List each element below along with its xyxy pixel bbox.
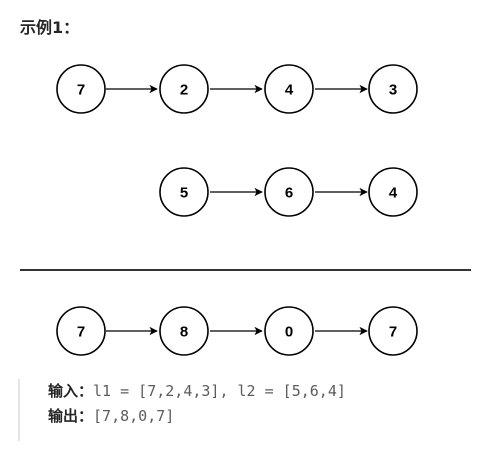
list-result: 7 8 0 7 bbox=[56, 306, 418, 356]
list-node: 0 bbox=[264, 306, 314, 356]
input-value: l1 = [7,2,4,3], l2 = [5,6,4] bbox=[93, 382, 346, 400]
example-title: 示例1： bbox=[20, 18, 80, 37]
input-line: 输入：l1 = [7,2,4,3], l2 = [5,6,4] bbox=[48, 379, 346, 403]
node-value: 7 bbox=[389, 324, 397, 341]
list-node: 7 bbox=[56, 64, 106, 114]
example-io-block: 输入：l1 = [7,2,4,3], l2 = [5,6,4] 输出：[7,8,… bbox=[18, 379, 346, 441]
list-l1: 7 2 4 3 bbox=[56, 64, 418, 114]
node-value: 2 bbox=[180, 82, 188, 99]
list-node: 3 bbox=[368, 64, 418, 114]
list-node: 7 bbox=[368, 306, 418, 356]
list-node: 6 bbox=[264, 167, 314, 217]
list-l2: 5 6 4 bbox=[159, 167, 418, 217]
node-value: 6 bbox=[285, 185, 293, 202]
output-label: 输出： bbox=[48, 407, 94, 425]
list-node: 7 bbox=[56, 306, 106, 356]
node-value: 3 bbox=[389, 82, 397, 99]
node-value: 7 bbox=[77, 82, 85, 99]
list-node: 5 bbox=[159, 167, 209, 217]
node-value: 4 bbox=[285, 82, 294, 99]
node-value: 8 bbox=[180, 324, 188, 341]
input-label: 输入： bbox=[48, 382, 94, 400]
output-value: [7,8,0,7] bbox=[93, 407, 175, 425]
node-value: 5 bbox=[180, 185, 188, 202]
node-value: 7 bbox=[77, 324, 85, 341]
linked-list-diagram: 7 2 4 3 5 6 4 bbox=[20, 64, 471, 356]
list-node: 4 bbox=[368, 167, 418, 217]
node-value: 0 bbox=[285, 324, 293, 341]
list-node: 8 bbox=[159, 306, 209, 356]
output-line: 输出：[7,8,0,7] bbox=[48, 404, 346, 428]
list-node: 4 bbox=[264, 64, 314, 114]
node-value: 4 bbox=[389, 185, 398, 202]
list-node: 2 bbox=[159, 64, 209, 114]
